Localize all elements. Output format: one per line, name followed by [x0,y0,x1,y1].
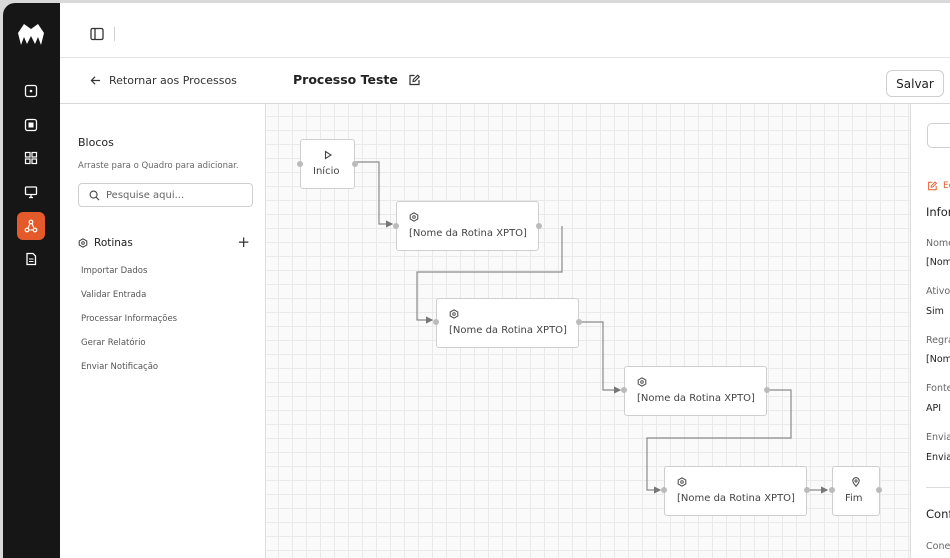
search-input[interactable] [106,189,246,201]
blocks-title: Blocos [78,136,114,149]
node-handle[interactable] [297,161,303,167]
search-icon [89,190,100,200]
flow-node-routine-1[interactable]: [Nome da Rotina XPTO] [396,201,539,251]
node-label: Início [313,166,340,177]
hexagon-icon [677,477,687,487]
field-value: Sim [926,306,944,317]
routine-item-import[interactable]: Importar Dados [81,266,148,276]
node-handle[interactable] [536,223,542,229]
divider [114,27,115,41]
node-handle[interactable] [876,487,882,493]
back-to-processes-link[interactable]: Retornar aos Processos [90,74,237,87]
page-title: Processo Teste [293,72,420,87]
routine-list: Importar Dados Validar Entrada Processar… [81,266,177,386]
rail-item-dashboard[interactable] [17,77,45,105]
arrow-left-icon [90,76,101,85]
edge-routine-3-to-routine-4 [646,389,792,494]
routine-item-process[interactable]: Processar Informações [81,314,178,324]
process-title: Processo Teste [293,72,398,87]
search-box [78,183,253,207]
grid-icon [24,151,38,165]
node-handle[interactable] [576,319,582,325]
node-label: [Nome da Rotina XPTO] [637,393,755,404]
routine-item-report[interactable]: Gerar Relatório [81,338,146,348]
rail-item-grid[interactable] [17,144,45,172]
node-label: [Nome da Rotina XPTO] [409,228,527,239]
rail-item-monitor[interactable] [17,178,45,206]
rail-item-processes[interactable] [17,212,45,240]
field-label: Fonte [926,383,950,394]
app-rail [3,3,60,558]
monitor-icon [24,186,38,199]
config-section-title: Conf [926,507,950,521]
field-label: Conex [926,541,950,552]
save-button[interactable]: Salvar [886,70,944,97]
hexagon-icon [449,309,459,319]
edit-link[interactable]: Ec [927,181,950,191]
top-bar [60,3,950,58]
field-label: Nome [926,238,950,249]
node-handle[interactable] [352,161,358,167]
node-handle[interactable] [621,387,627,393]
routine-item-validate[interactable]: Validar Entrada [81,290,147,300]
hexagon-icon [637,377,647,387]
node-label: [Nome da Rotina XPTO] [677,493,795,504]
node-handle[interactable] [661,487,667,493]
edge-routine-2-to-routine-3 [577,321,622,394]
field-value: [Nom [926,257,950,268]
node-label: [Nome da Rotina XPTO] [449,325,567,336]
node-label: Fim [845,493,863,504]
edit-icon[interactable] [408,73,420,86]
flow-node-end[interactable]: Fim [832,466,880,516]
field-value: [Nom [926,354,950,365]
pin-icon [852,477,860,487]
flow-edges [354,161,829,494]
info-section-title: Infor [926,205,950,219]
blocks-panel: Blocos Arraste para o Quadro para adicio… [60,104,266,558]
flow-node-routine-3[interactable]: [Nome da Rotina XPTO] [624,366,767,416]
add-routine-button[interactable]: + [237,233,250,251]
rail-item-box[interactable] [17,111,45,139]
rotinas-title: Rotinas [94,237,133,249]
flow-canvas[interactable]: Início [Nome da Rotina XPTO] [Nome da Ro… [266,104,910,558]
edge-start-to-routine-1 [354,161,394,228]
rail-item-documents[interactable] [17,245,45,273]
details-panel: Ec Infor Nome [Nom Ativo Sim Regra [Nom … [910,104,950,558]
hexagon-icon [409,212,419,222]
panel-tab-control[interactable] [927,123,950,148]
flow-node-routine-2[interactable]: [Nome da Rotina XPTO] [436,298,579,348]
hexagon-icon [78,238,88,248]
box-icon [24,118,38,132]
process-toolbar: Retornar aos Processos Processo Teste Sa… [60,58,950,104]
node-handle[interactable] [804,487,810,493]
back-label: Retornar aos Processos [109,74,237,87]
document-icon [26,252,37,266]
edit-icon [928,181,937,191]
edge-routine-1-to-routine-2 [416,226,563,324]
field-value: API [926,403,942,414]
flow-node-start[interactable]: Início [300,139,355,189]
flow-node-routine-4[interactable]: [Nome da Rotina XPTO] [664,466,807,516]
routine-item-notify[interactable]: Enviar Notificação [81,362,159,372]
field-value: Envia [926,452,950,463]
node-handle[interactable] [433,319,439,325]
divider [926,487,950,488]
rotinas-section-header: Rotinas + [78,233,250,251]
node-handle[interactable] [764,387,770,393]
blocks-hint: Arraste para o Quadro para adicionar. [78,161,239,171]
node-handle[interactable] [829,487,835,493]
play-icon [324,150,333,160]
edit-label: Ec [943,181,950,191]
field-label: Envia [926,432,950,443]
logo-icon [18,24,44,45]
app-window: Retornar aos Processos Processo Teste Sa… [3,3,950,558]
sidebar-toggle-icon[interactable] [90,27,104,41]
node-handle[interactable] [393,223,399,229]
field-label: Regra [926,335,950,346]
square-dot-icon [24,84,38,98]
field-label: Ativo [926,286,950,297]
flow-icon [24,219,38,233]
